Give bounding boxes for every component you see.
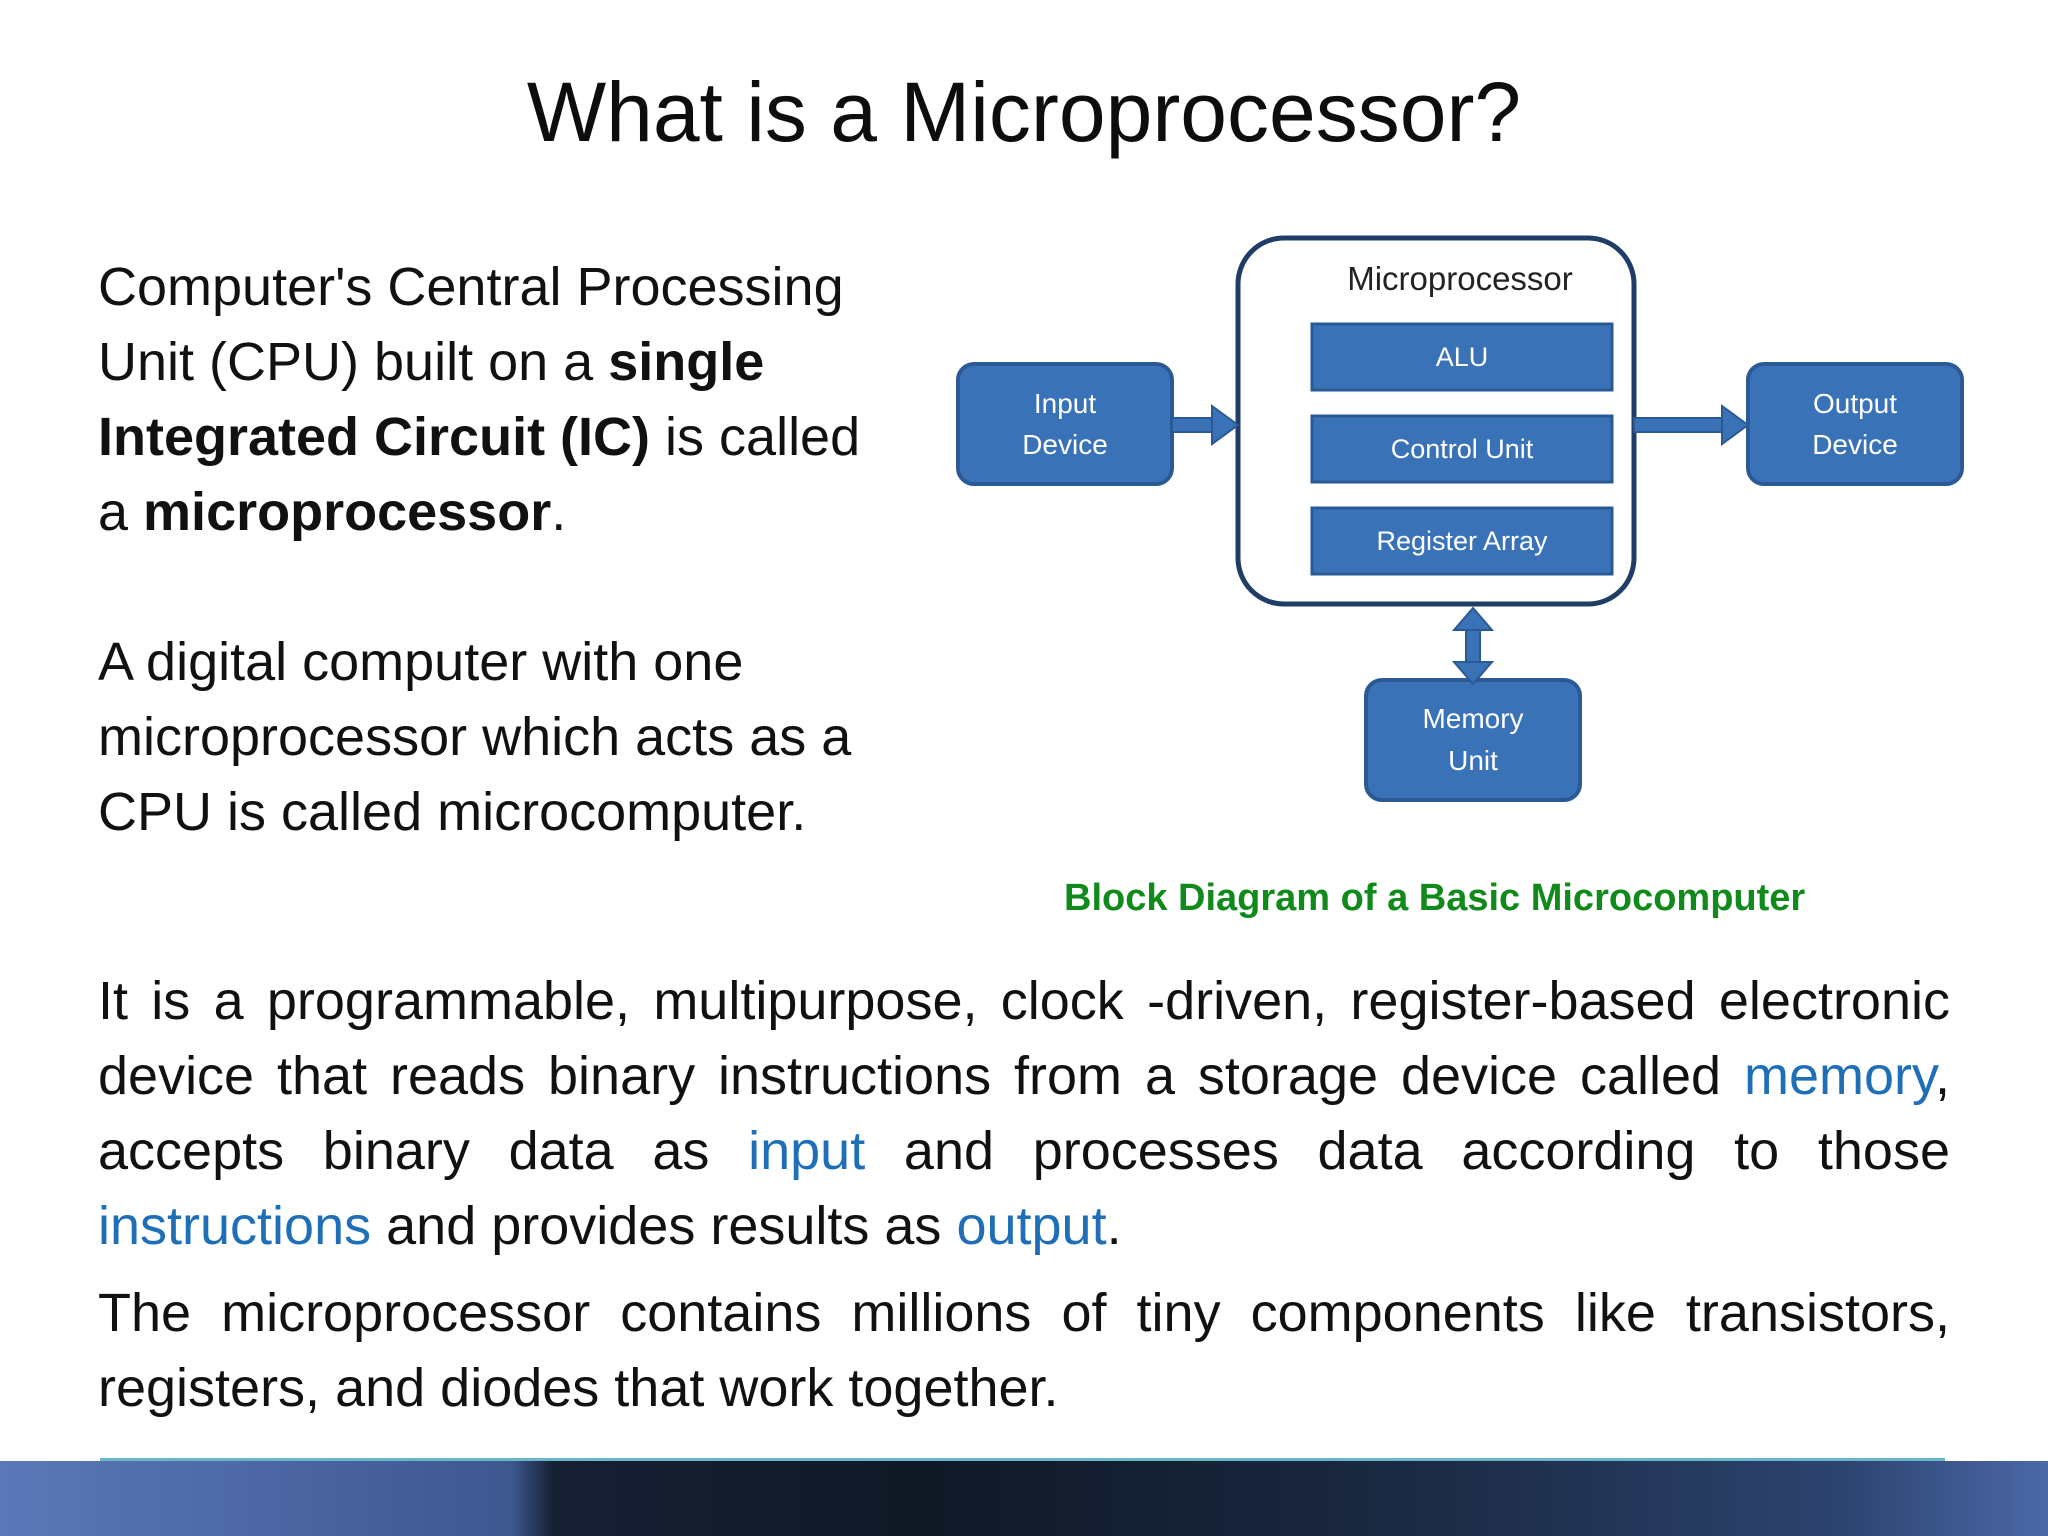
- alu-block: [1310, 322, 1614, 392]
- highlight-instructions: instructions: [98, 1196, 372, 1256]
- intro-paragraph-2: A digital computer with one microprocess…: [98, 632, 852, 842]
- output-device-block: [1746, 362, 1964, 486]
- description-paragraph-2: The microprocessor contains millions of …: [98, 1283, 1950, 1418]
- intro-text: Computer's Central Processing Unit (CPU)…: [98, 250, 898, 850]
- intro-bold-ic: single Integrated Circuit (IC): [98, 332, 765, 467]
- memory-bidirectional-arrow-icon: [1451, 606, 1495, 686]
- intro-bold-microprocessor: microprocessor: [143, 482, 552, 542]
- memory-unit-label-1: Memory: [1422, 703, 1523, 734]
- microprocessor-label: Microprocessor: [1347, 260, 1573, 297]
- register-array-label: Register Array: [1376, 526, 1548, 556]
- memory-unit-block: [1364, 678, 1582, 802]
- highlight-output: output: [956, 1196, 1107, 1256]
- block-diagram: Microprocessor ALU Control Unit Register…: [956, 235, 1964, 802]
- description-text-span: It is a programmable, multipurpose, cloc…: [98, 971, 1950, 1106]
- description-text-span: , accepts binary data as: [98, 1046, 1950, 1181]
- footer-bar: [0, 1461, 2048, 1536]
- memory-unit-label-2: Unit: [1448, 745, 1498, 776]
- input-device-block: [956, 362, 1174, 486]
- highlight-memory: memory: [1743, 1046, 1935, 1106]
- intro-text-span: .: [551, 482, 567, 542]
- highlight-input: input: [748, 1121, 866, 1181]
- input-arrow-icon: [1171, 404, 1240, 446]
- footer-divider: [100, 1458, 1945, 1461]
- intro-text-span: Computer's Central Processing Unit (CPU)…: [98, 257, 844, 392]
- description-paragraph-1: It is a programmable, multipurpose, cloc…: [98, 964, 1950, 1264]
- intro-text-span: is called a: [98, 407, 861, 542]
- input-device-label-2: Device: [1022, 429, 1108, 460]
- description-text-span: and processes data according to those: [865, 1121, 1950, 1181]
- description-text: It is a programmable, multipurpose, cloc…: [98, 964, 1950, 1426]
- output-device-label-1: Output: [1813, 388, 1897, 419]
- input-device-label-1: Input: [1034, 388, 1096, 419]
- diagram-caption: Block Diagram of a Basic Microcomputer: [1064, 877, 1806, 919]
- slide-title: What is a Microprocessor?: [526, 65, 1522, 159]
- control-unit-block: [1310, 414, 1614, 484]
- output-arrow-icon: [1633, 404, 1750, 446]
- control-unit-label: Control Unit: [1391, 434, 1534, 464]
- description-text-span: .: [1106, 1196, 1122, 1256]
- alu-label: ALU: [1436, 342, 1489, 372]
- description-text-span: and provides results as: [371, 1196, 957, 1256]
- intro-paragraph-1: Computer's Central Processing Unit (CPU)…: [98, 250, 898, 550]
- output-device-label-2: Device: [1812, 429, 1898, 460]
- register-array-block: [1310, 506, 1614, 576]
